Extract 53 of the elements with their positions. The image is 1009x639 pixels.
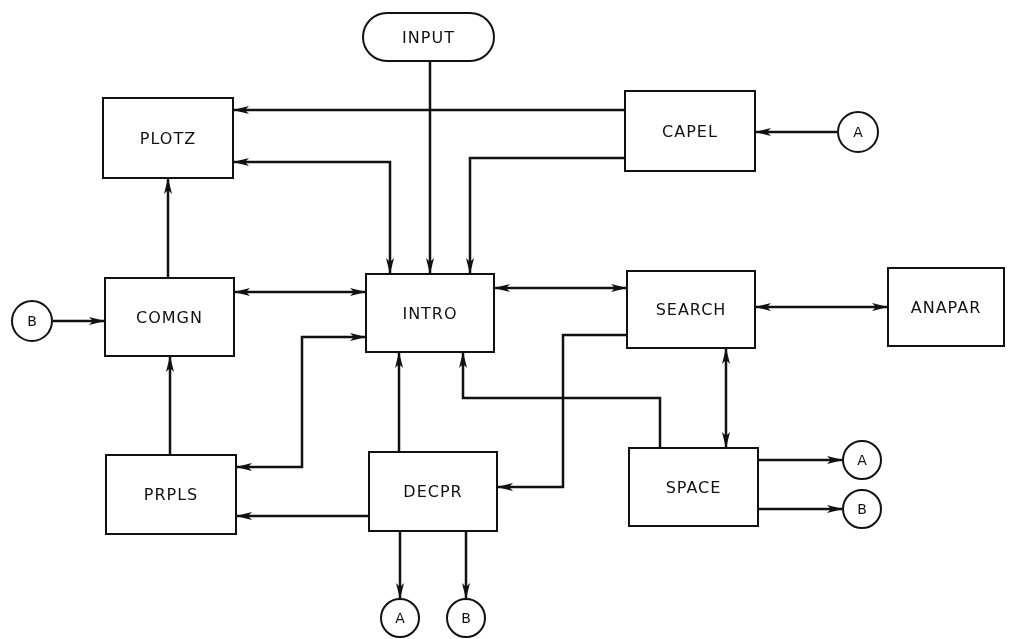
arrow	[755, 303, 888, 311]
connector-circle	[11, 300, 53, 342]
connector-label: B	[461, 610, 471, 626]
connector-label: A	[395, 610, 405, 626]
process-box	[102, 97, 234, 179]
process-label: DECPR	[403, 482, 463, 501]
arrow	[755, 128, 837, 136]
process-label: ANAPAR	[910, 297, 982, 317]
connector-circle	[842, 440, 882, 480]
process-label: PRPLS	[143, 485, 199, 504]
connector-circle	[446, 598, 486, 638]
connector-circle	[842, 489, 882, 529]
connector-label: B	[27, 313, 37, 329]
connector-label: B	[857, 501, 867, 517]
arrow	[494, 284, 627, 292]
arrow	[497, 333, 626, 491]
arrow	[459, 352, 662, 447]
arrow	[164, 178, 172, 277]
arrow	[759, 456, 843, 464]
process-label: PLOTZ	[139, 128, 197, 148]
process-label: CAPEL	[662, 121, 718, 141]
connector-label: A	[853, 124, 863, 140]
connector-circle	[837, 111, 879, 153]
process-box	[368, 451, 498, 532]
arrow	[233, 158, 394, 274]
arrow	[426, 62, 434, 274]
arrow	[234, 288, 366, 296]
arrow	[53, 317, 105, 325]
process-box	[624, 90, 756, 172]
process-label: COMGN	[136, 307, 203, 327]
arrow	[722, 348, 730, 448]
arrow	[395, 352, 403, 451]
arrow	[462, 532, 470, 599]
process-box	[626, 270, 756, 349]
process-box	[104, 277, 235, 357]
arrow	[236, 512, 368, 520]
connector-circle	[380, 598, 420, 638]
arrow	[396, 532, 404, 599]
terminal-label: INPUT	[402, 27, 455, 47]
terminal-node	[362, 12, 495, 62]
process-box	[887, 267, 1005, 347]
process-box	[105, 454, 237, 535]
process-label: SPACE	[665, 477, 722, 497]
process-label: INTRO	[402, 303, 458, 323]
arrow	[166, 356, 174, 454]
connector-label: A	[857, 452, 867, 468]
arrow	[759, 505, 843, 513]
arrow	[233, 106, 624, 114]
process-label: SEARCH	[655, 300, 727, 319]
process-box	[365, 273, 495, 353]
arrow	[236, 333, 366, 471]
process-box	[628, 447, 759, 527]
arrow	[466, 156, 624, 274]
